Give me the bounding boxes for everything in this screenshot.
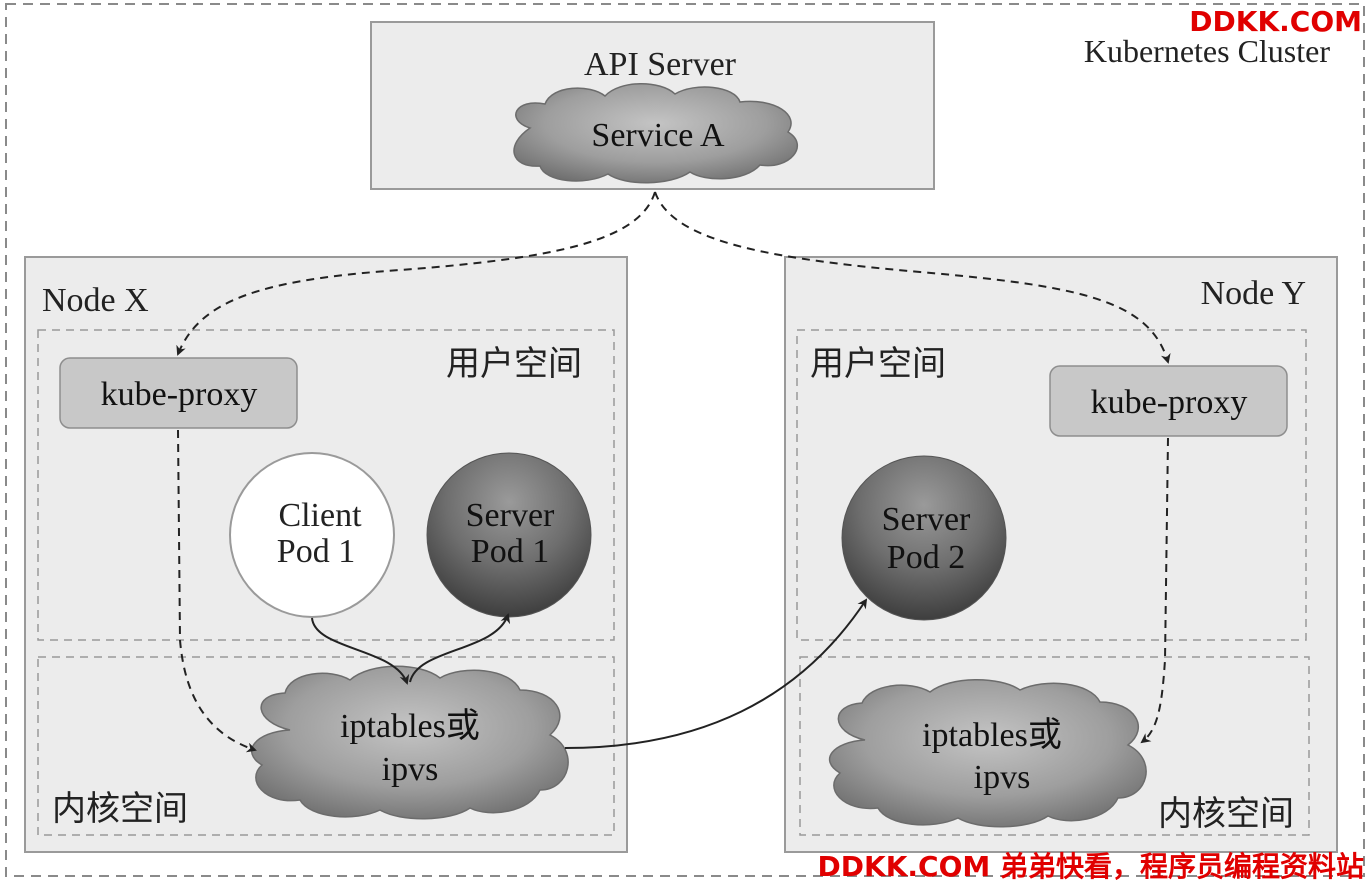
client-pod-1-line2: Pod 1 bbox=[277, 533, 355, 570]
arrow-iptables-to-server-pod-1 bbox=[409, 613, 511, 683]
server-pod-2: Server Pod 2 bbox=[841, 455, 1007, 621]
arrow-node-y-proxy-to-iptables bbox=[1140, 437, 1169, 744]
node-x-title: Node X bbox=[42, 282, 149, 319]
node-y-iptables-cloud: iptables或 ipvs bbox=[828, 679, 1147, 828]
watermark-top: DDKK.COM bbox=[1189, 5, 1362, 38]
node-x-user-space-label: 用户空间 bbox=[446, 345, 582, 383]
node-y-iptables-line1: iptables或 bbox=[922, 716, 1062, 754]
node-x-iptables-line2: ipvs bbox=[382, 751, 439, 788]
node-y-iptables-line2: ipvs bbox=[974, 759, 1031, 796]
client-pod-1-line1: Client bbox=[278, 497, 362, 534]
node-x-kube-proxy: kube-proxy bbox=[59, 357, 298, 429]
node-x-iptables-cloud: iptables或 ipvs bbox=[250, 665, 569, 820]
node-y-kube-proxy-label: kube-proxy bbox=[1091, 384, 1248, 421]
node-x-iptables-line1: iptables或 bbox=[340, 707, 480, 745]
arrow-iptables-to-server-pod-2 bbox=[564, 598, 868, 749]
arrow-api-to-node-x-proxy bbox=[176, 191, 656, 356]
node-y-title: Node Y bbox=[1201, 275, 1306, 312]
service-a-label: Service A bbox=[591, 117, 725, 154]
server-pod-1-line2: Pod 1 bbox=[471, 533, 549, 570]
arrow-client-pod-to-iptables bbox=[311, 617, 410, 685]
server-pod-2-line2: Pod 2 bbox=[887, 539, 965, 576]
node-y-kernel-space bbox=[799, 656, 1310, 836]
watermark-bottom: DDKK.COM 弟弟快看，程序员编程资料站 bbox=[818, 850, 1364, 882]
node-y-user-space bbox=[796, 329, 1307, 641]
node-y-kube-proxy: kube-proxy bbox=[1049, 365, 1288, 437]
arrow-api-to-node-y-proxy bbox=[654, 191, 1171, 364]
service-a-cloud: Service A bbox=[513, 83, 799, 184]
node-x-kube-proxy-label: kube-proxy bbox=[101, 376, 258, 413]
server-pod-1-line1: Server bbox=[466, 497, 555, 534]
node-y-kernel-space-label: 内核空间 bbox=[1158, 795, 1294, 833]
node-x-user-space bbox=[37, 329, 615, 641]
server-pod-1: Server Pod 1 bbox=[426, 452, 592, 618]
api-server-title: API Server bbox=[584, 46, 737, 83]
node-x-kernel-space-label: 内核空间 bbox=[52, 790, 188, 828]
node-y-user-space-label: 用户空间 bbox=[810, 345, 946, 383]
arrow-node-x-proxy-to-iptables bbox=[177, 429, 257, 753]
client-pod-1: Client Pod 1 bbox=[229, 452, 395, 618]
server-pod-2-line1: Server bbox=[882, 501, 971, 538]
cluster-label: Kubernetes Cluster bbox=[1084, 33, 1331, 69]
